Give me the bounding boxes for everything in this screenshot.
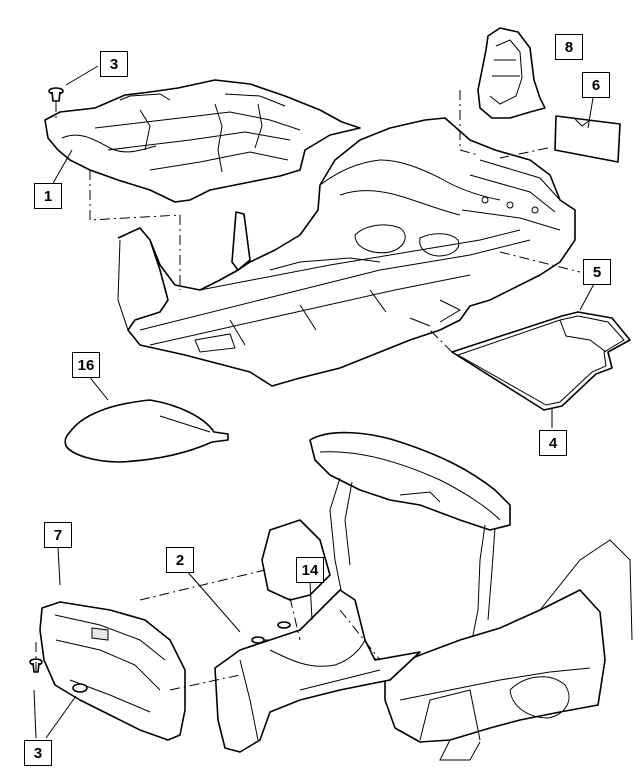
alignment-line [429, 329, 453, 353]
push-pin-top [48, 87, 64, 102]
alignment-line [499, 251, 581, 273]
alignment-line [499, 147, 549, 159]
trunk-side-panel-part-7 [39, 601, 186, 741]
leader-3-bottom [33, 689, 37, 739]
leader-3-top [65, 65, 99, 86]
quarter-trim-part-8 [477, 27, 546, 119]
trunk-trim-part-2 [214, 589, 421, 753]
trunk-assembly [260, 431, 633, 761]
spare-tire-cover-part-16 [64, 399, 229, 463]
callout-14: 14 [296, 557, 324, 583]
leader-14 [309, 581, 313, 621]
alignment-line [169, 674, 241, 691]
leader-6 [587, 97, 594, 129]
callout-16: 16 [72, 352, 100, 378]
callout-5: 5 [583, 259, 611, 285]
alignment-line [459, 90, 479, 156]
alignment-line [89, 170, 181, 290]
callout-1: 1 [34, 183, 62, 209]
leader-3-bottom-b [45, 695, 77, 739]
leader-5 [579, 281, 596, 311]
callout-3-top: 3 [100, 51, 128, 77]
push-pin-mid [251, 621, 291, 644]
leader-1 [51, 149, 73, 186]
callout-8: 8 [555, 34, 583, 60]
callout-4: 4 [539, 430, 567, 456]
leader-2 [185, 569, 241, 633]
trunk-mat-part-5 [451, 311, 631, 411]
alignment-line [139, 569, 266, 601]
callout-7: 7 [44, 522, 72, 548]
alignment-line [289, 597, 301, 641]
callout-3-bottom: 3 [24, 740, 52, 766]
front-carpet-part [44, 79, 361, 203]
leader-7 [57, 546, 61, 586]
pad-part-6 [554, 115, 621, 163]
callout-2: 2 [166, 547, 194, 573]
floor-pan-part [117, 117, 576, 387]
leader-16 [87, 374, 109, 401]
callout-6: 6 [582, 72, 610, 98]
